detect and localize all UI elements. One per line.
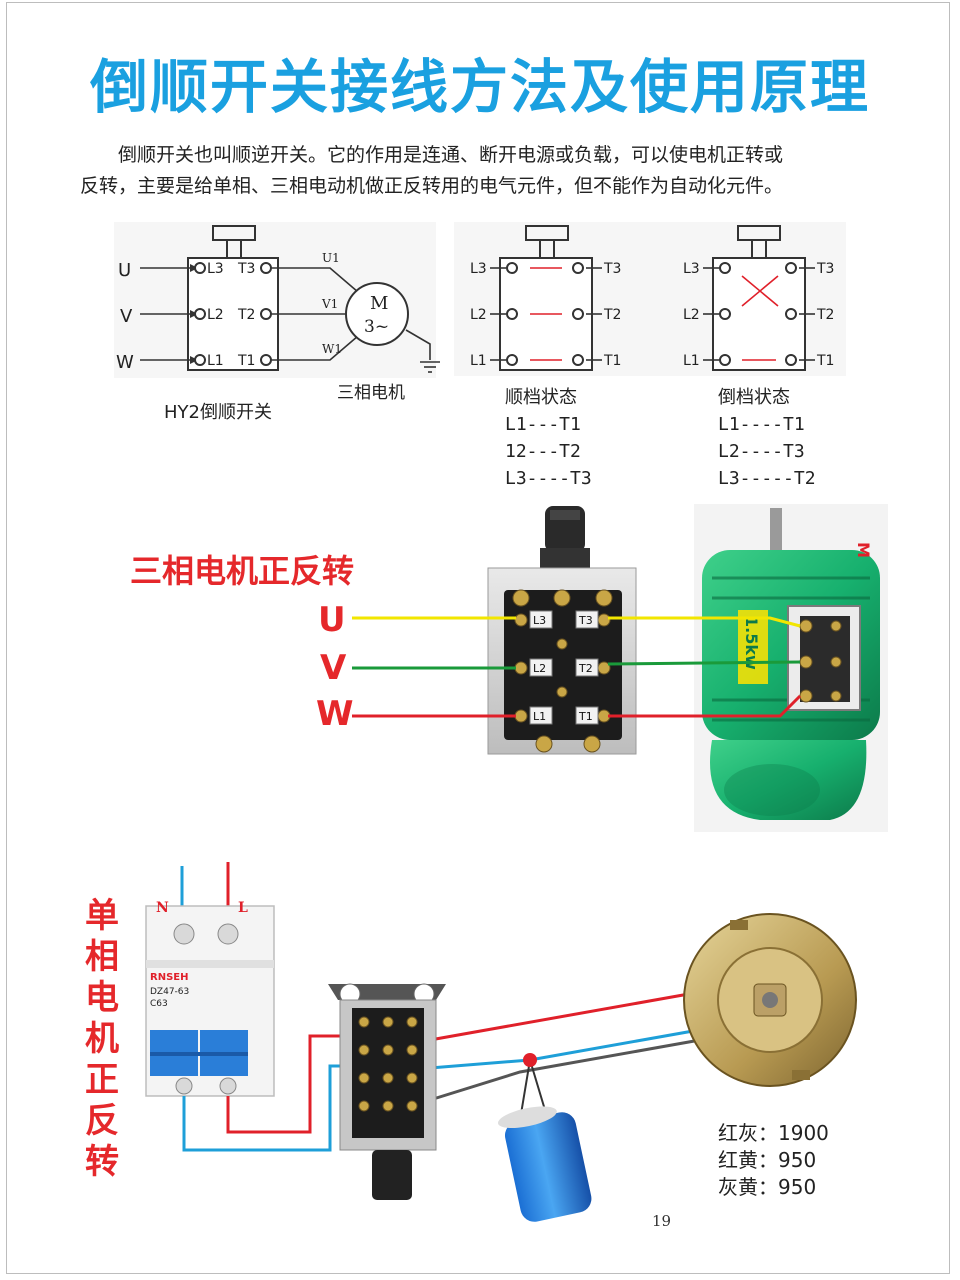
terminal-label: L3 (533, 614, 546, 627)
terminal-label: T2 (578, 662, 593, 675)
terminal-label: T2 (816, 307, 834, 323)
phase-u-label: U (318, 600, 346, 640)
title-char: 机 (85, 1019, 119, 1059)
title-char: 正 (85, 1060, 119, 1100)
reverse-state-line: L3-----T2 (718, 468, 816, 489)
capacitor-icon (504, 1112, 592, 1222)
motor-caption: 三相电机 (337, 383, 405, 403)
terminal-label: T3 (578, 614, 593, 627)
terminal-label: L1 (683, 353, 700, 369)
phase-label: V (120, 306, 133, 327)
breaker-brand: RNSEH (150, 972, 188, 983)
reverse-state-block: 倒档状态 L1----T1 L2----T3 L3-----T2 (718, 384, 816, 492)
forward-state-block: 顺档状态 L1---T1 12---T2 L3----T3 (505, 384, 592, 492)
motor-side-letter: M (854, 542, 873, 558)
forward-state-diagram: L3 L2 L1 T3 T2 T1 (470, 225, 621, 371)
terminal-label: T1 (237, 353, 255, 369)
three-phase-switch-illustration: L3 L2 L1 T3 T2 T1 (487, 506, 637, 755)
terminal-label: T1 (816, 353, 834, 369)
resistance-readings: 红灰：1900 红黄：950 灰黄：950 (718, 1120, 829, 1201)
reverse-state-diagram: L3 L2 L1 T3 T2 T1 (683, 225, 834, 371)
phase-v-label: V (320, 648, 347, 688)
breaker-rating: C63 (150, 999, 168, 1009)
forward-state-line: L1---T1 (505, 414, 581, 435)
terminal-label: L1 (533, 710, 546, 723)
page-border (6, 2, 950, 1274)
title-char: 单 (85, 896, 119, 936)
motor-symbol-m: M (370, 293, 388, 314)
terminal-label: T3 (237, 261, 255, 277)
terminal-label: T1 (603, 353, 621, 369)
single-phase-switch-illustration (328, 983, 446, 1200)
forward-state-title: 顺档状态 (505, 387, 577, 408)
three-phase-wires (352, 616, 802, 718)
phase-label: W (116, 352, 134, 373)
motor-symbol (345, 282, 409, 346)
state-diagrams: L3 L2 L1 T3 T2 T1 L3 (454, 222, 846, 376)
neutral-label: N (156, 900, 169, 916)
reading-red-yellow: 红黄：950 (718, 1148, 817, 1172)
terminal-label: L2 (683, 307, 700, 323)
three-phase-section-title: 三相电机正反转 (130, 552, 355, 590)
forward-state-line: L3----T3 (505, 468, 592, 489)
reverse-state-title: 倒档状态 (718, 387, 790, 408)
terminal-label: T3 (603, 261, 621, 277)
terminal-label: T3 (816, 261, 834, 277)
phase-w-label: W (316, 694, 354, 734)
page-number: 19 (652, 1212, 672, 1230)
motor-lead-label: W1 (322, 342, 342, 356)
live-label: L (238, 900, 248, 916)
terminal-label: L2 (207, 307, 224, 323)
hy2-switch-caption: HY2倒顺开关 (164, 402, 272, 423)
circuit-breaker-illustration: RNSEH DZ47-63 C63 N L (145, 862, 275, 1097)
three-phase-motor-illustration: 1.5kw M (694, 504, 888, 832)
intro-paragraph: 倒顺开关也叫顺逆开关。它的作用是连通、断开电源或负载，可以使电机正转或 反转，主… (80, 140, 890, 202)
terminal-label: T2 (237, 307, 255, 323)
title-char: 相 (85, 937, 119, 977)
title-char: 电 (85, 978, 119, 1018)
terminal-label: L2 (470, 307, 487, 323)
single-phase-motor-illustration (683, 913, 857, 1087)
motor-shaft (770, 508, 782, 560)
title-char: 反 (85, 1101, 119, 1141)
terminal-label: L2 (533, 662, 546, 675)
terminal-label: L1 (207, 353, 224, 369)
reverse-state-line: L1----T1 (718, 414, 805, 435)
terminal-label: L3 (207, 261, 224, 277)
single-phase-section-title: 单 相 电 机 正 反 转 (80, 896, 124, 1183)
terminal-label: T2 (603, 307, 621, 323)
hy2-switch-diagram: U V W L3 L2 L1 T3 T2 T1 U1 V1 W1 M 3~ (114, 222, 440, 378)
motor-power-badge: 1.5kw (742, 616, 761, 670)
reading-red-gray: 红灰：1900 (718, 1121, 829, 1145)
terminal-label: T1 (578, 710, 593, 723)
intro-line-2: 反转，主要是给单相、三相电动机做正反转用的电气元件，但不能作为自动化元件。 (80, 175, 784, 197)
forward-state-line: 12---T2 (505, 441, 581, 462)
reverse-state-line: L2----T3 (718, 441, 805, 462)
capacitor-illustration (498, 1106, 592, 1222)
page-title: 倒顺开关接线方法及使用原理 (89, 53, 870, 121)
terminal-label: L3 (470, 261, 487, 277)
single-phase-wires (182, 990, 711, 1152)
terminal-label: L1 (470, 353, 487, 369)
reading-gray-yellow: 灰黄：950 (718, 1175, 817, 1199)
motor-lead-label: V1 (321, 297, 338, 311)
motor-symbol-3: 3~ (364, 317, 389, 337)
intro-line-1: 倒顺开关也叫顺逆开关。它的作用是连通、断开电源或负载，可以使电机正转或 (118, 144, 784, 166)
breaker-model: DZ47-63 (150, 987, 189, 997)
terminal-label: L3 (683, 261, 700, 277)
title-char: 转 (85, 1142, 119, 1182)
rotary-knob-icon (372, 1150, 412, 1200)
motor-lead-label: U1 (322, 251, 340, 265)
phase-label: U (118, 260, 131, 281)
